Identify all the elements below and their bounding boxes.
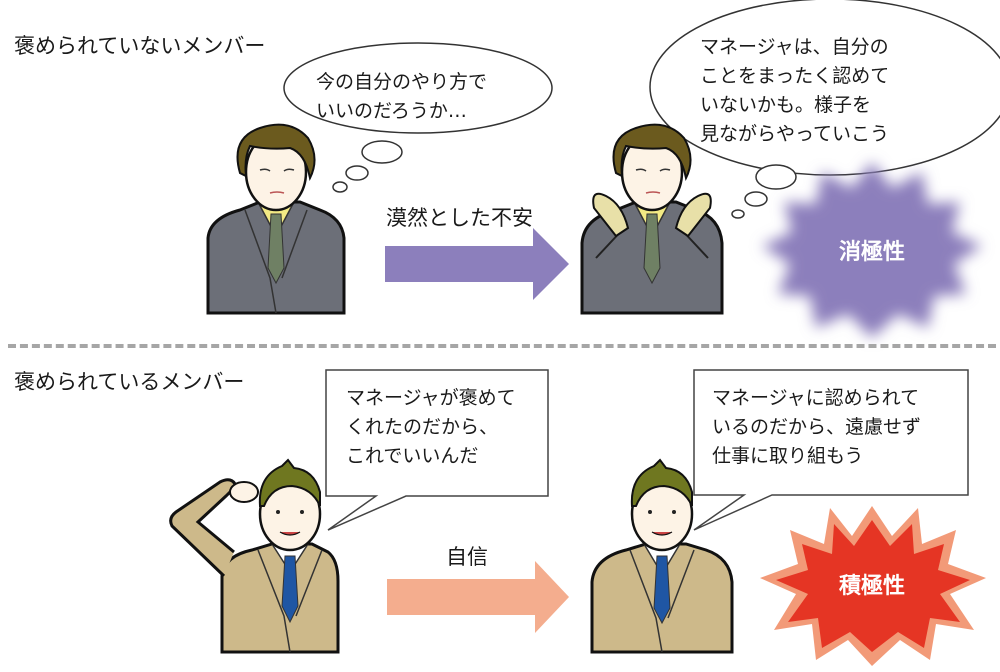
section-title-not-praised: 褒められていないメンバー <box>14 34 266 58</box>
section-divider <box>8 344 996 348</box>
section-title-praised: 褒められているメンバー <box>14 370 245 394</box>
arrow-right-icon <box>387 561 569 633</box>
thought-bubble-2-text: マネージャは、自分の ことをまったく認めて いないかも。様子を 見ながらやってい… <box>700 36 890 145</box>
head-scratching-person-icon <box>169 458 340 654</box>
thought-bubble-1-text: 今の自分のやり方で いいのだろうか… <box>316 71 488 122</box>
arrow-label-confidence: 自信 <box>446 545 488 569</box>
passive-badge-label: 消極性 <box>838 240 905 265</box>
active-badge-icon <box>760 506 986 666</box>
arrow-right-icon <box>385 228 569 300</box>
arrow-label-vague-anxiety: 漠然とした不安 <box>386 206 533 230</box>
smiling-person-icon <box>590 458 734 654</box>
shrugging-person-icon <box>580 123 724 315</box>
speech-bubble-2-text: マネージャに認められて いるのだから、遠慮せず 仕事に取り組もう <box>712 387 922 467</box>
worried-person-icon <box>206 123 346 315</box>
active-badge-label: 積極性 <box>838 574 905 599</box>
passive-badge-icon <box>762 162 982 338</box>
speech-bubble-1-text: マネージャが褒めて くれたのだから、 これでいいんだ <box>346 387 516 467</box>
